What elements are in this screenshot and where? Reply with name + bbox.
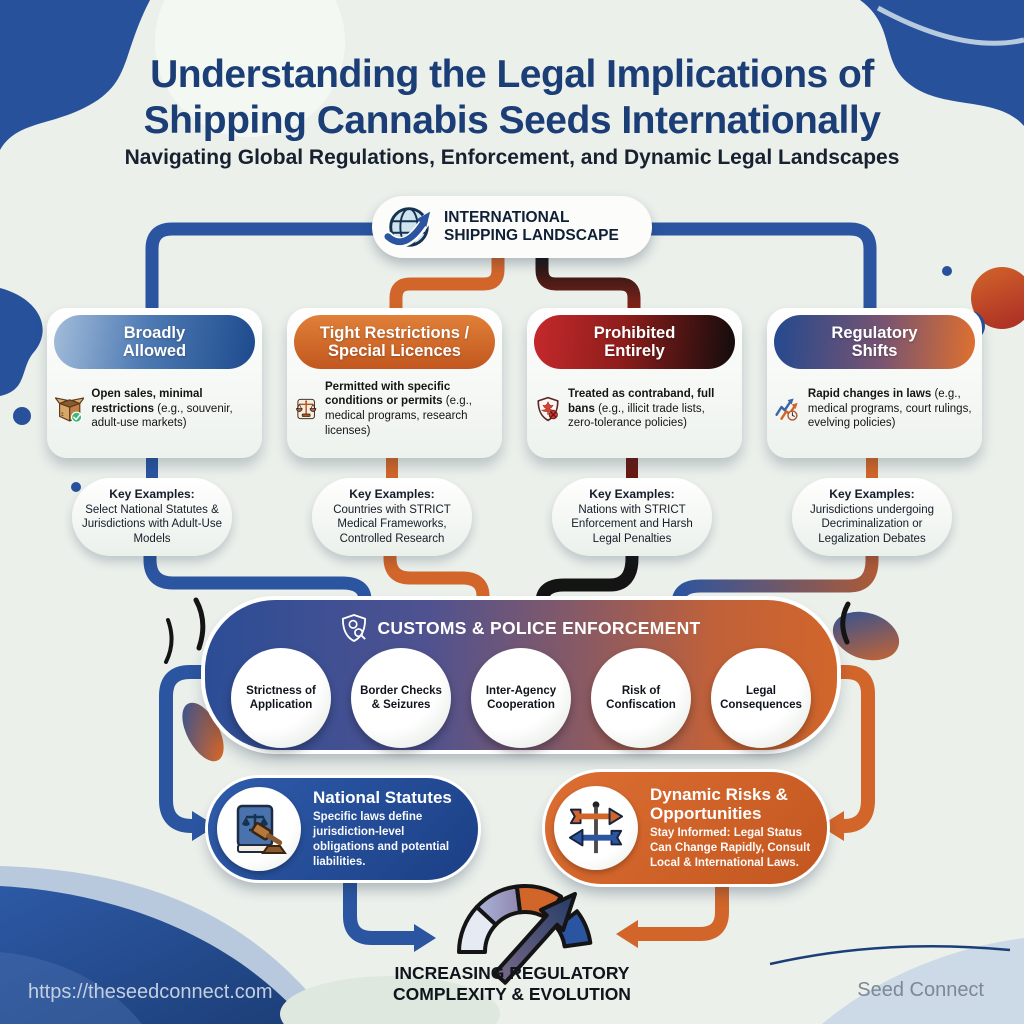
category-desc-bold: Rapid changes in laws [807, 387, 932, 400]
category-card-tight-restrictions: Tight Restrictions / Special Licences Pe… [287, 308, 502, 458]
category-description: Permitted with specific conditions or pe… [325, 380, 494, 439]
corner-blob-top-right [860, 0, 1024, 126]
outcome-description: Stay Informed: Legal Status Can Change R… [650, 827, 811, 869]
arrowhead-statutes [192, 811, 216, 841]
outcome-title: National Statutes [313, 788, 452, 808]
right-mid-blob-orange [971, 267, 1024, 329]
bottom-right-wave [822, 938, 1024, 1024]
connector-tight-to-bar [383, 548, 490, 614]
category-desc-bold: Open sales, minimal restrictions [91, 387, 203, 415]
gauge-arrow-icon [457, 884, 593, 985]
right-dot-small [942, 266, 952, 276]
weathervane-icon [568, 801, 624, 854]
conclusion-label: INCREASING REGULATORY COMPLEXITY & EVOLU… [393, 963, 631, 1005]
enforcement-bar: CUSTOMS & POLICE ENFORCEMENT Strictness … [205, 600, 837, 750]
bottom-left-wave-navy [0, 886, 308, 1024]
bottom-pale-blob [280, 976, 500, 1024]
top-node-international-shipping: INTERNATIONAL SHIPPING LANDSCAPE [372, 196, 652, 258]
left-teardrop-blob [182, 702, 224, 762]
key-examples-tight: Key Examples: Countries with STRICT Medi… [312, 478, 472, 556]
enforcement-factor: Inter-Agency Cooperation [471, 648, 571, 748]
connector-top-to-tight [389, 256, 505, 312]
arrowhead-gauge-right [616, 920, 638, 948]
arrow-statutes-to-gauge [343, 882, 416, 945]
speedline-right [840, 601, 851, 645]
key-examples-text: Countries with STRICT Medical Frameworks… [333, 503, 451, 545]
enforcement-factor: Legal Consequences [711, 648, 811, 748]
key-examples-title: Key Examples: [349, 487, 435, 502]
footer-url: https://theseedconnect.com [28, 981, 273, 1003]
key-examples-title: Key Examples: [589, 487, 675, 502]
top-right-swoosh [876, 5, 1024, 46]
key-examples-title: Key Examples: [109, 487, 195, 502]
trend-arrows-clock-icon [775, 398, 798, 421]
speedline-left-2 [164, 618, 174, 664]
category-desc-rest: (e.g., medical programs, court rulings, … [807, 387, 972, 430]
page-subtitle: Navigating Global Regulations, Enforceme… [124, 146, 900, 169]
police-badge-icon [342, 614, 367, 642]
globe-arrow-icon [384, 207, 432, 248]
bottom-left-wave-inner [0, 952, 142, 1024]
key-examples-text: Nations with STRICT Enforcement and Hars… [571, 503, 693, 545]
category-desc-rest: (e.g., illicit trade lists, zero-toleran… [568, 402, 705, 430]
category-description: Rapid changes in laws (e.g., medical pro… [808, 387, 974, 431]
connector-prohibited-to-bar [535, 548, 639, 616]
outcome-description: Specific laws define jurisdiction-level … [313, 811, 450, 868]
key-examples-title: Key Examples: [829, 487, 915, 502]
category-header: Tight Restrictions / Special Licences [294, 315, 495, 369]
corner-blob-top-left [0, 0, 150, 150]
key-examples-broadly: Key Examples: Select National Statutes &… [72, 478, 232, 556]
right-splat-blob [832, 611, 900, 661]
enforcement-title: CUSTOMS & POLICE ENFORCEMENT [377, 617, 701, 638]
pale-ring-blob [155, 0, 345, 137]
key-examples-shifts: Key Examples: Jurisdictions undergoing D… [792, 478, 952, 556]
key-examples-text: Jurisdictions undergoing Decriminalizati… [809, 503, 935, 545]
left-mid-blob [0, 288, 43, 396]
category-card-broadly-allowed: Broadly Allowed Open sales, minimal rest… [47, 308, 262, 458]
outcome-national-statutes: National Statutes Specific laws define j… [208, 778, 478, 880]
shield-leaf-ban-icon [537, 396, 559, 422]
category-card-regulatory-shifts: Regulatory Shifts Rapid changes in laws … [767, 308, 982, 458]
enforcement-factor: Border Checks & Seizures [351, 648, 451, 748]
enforcement-factor: Risk of Confiscation [591, 648, 691, 748]
connector-shifts-to-bar [671, 548, 879, 618]
connector-broadly-to-bar [143, 548, 372, 614]
speedline-left-1 [193, 597, 206, 651]
category-desc-bold: Permitted with specific conditions or pe… [325, 380, 451, 408]
bottom-right-line [769, 944, 1011, 966]
category-desc-bold: Treated as contraband, full bans [568, 387, 715, 415]
scales-scroll-icon [296, 398, 317, 420]
category-description: Treated as contraband, full bans (e.g., … [568, 387, 734, 431]
arrowhead-gauge-left [414, 924, 436, 952]
category-header: Regulatory Shifts [774, 315, 975, 369]
connector-top-to-prohibited [535, 256, 641, 312]
footer-brand: Seed Connect [857, 979, 984, 1001]
category-desc-rest: (e.g., medical programs, research licens… [325, 395, 473, 437]
outcome-title: Dynamic Risks & Opportunities [650, 785, 788, 824]
key-examples-text: Select National Statutes & Jurisdictions… [82, 503, 222, 545]
law-book-gavel-icon [236, 804, 287, 854]
enforcement-factor: Strictness of Application [231, 648, 331, 748]
outcome-icon-disc [554, 786, 638, 870]
key-examples-prohibited: Key Examples: Nations with STRICT Enforc… [552, 478, 712, 556]
connector-top-to-shifts [650, 222, 877, 312]
page-title: Understanding the Legal Implications of … [143, 53, 881, 143]
open-box-check-icon [55, 397, 85, 423]
category-desc-rest: (e.g., souvenir, adult-use markets) [91, 402, 233, 430]
category-card-prohibited: Prohibited Entirely Treated as contraban… [527, 308, 742, 458]
category-header: Prohibited Entirely [534, 315, 735, 369]
outcome-icon-disc [217, 787, 301, 871]
arrow-bar-to-statutes [159, 665, 214, 833]
connector-top-to-broadly [145, 222, 374, 312]
category-header: Broadly Allowed [54, 315, 255, 369]
arrowhead-dynamic [820, 811, 844, 841]
top-node-label: INTERNATIONAL SHIPPING LANDSCAPE [444, 208, 619, 244]
arrow-dynamic-to-gauge [636, 886, 729, 941]
arrow-bar-to-dynamic [828, 665, 875, 833]
left-dot-large [13, 407, 31, 425]
left-dot-small [71, 482, 81, 492]
category-description: Open sales, minimal restrictions (e.g., … [91, 387, 254, 431]
outcome-dynamic-risks: Dynamic Risks & Opportunities Stay Infor… [545, 772, 827, 884]
